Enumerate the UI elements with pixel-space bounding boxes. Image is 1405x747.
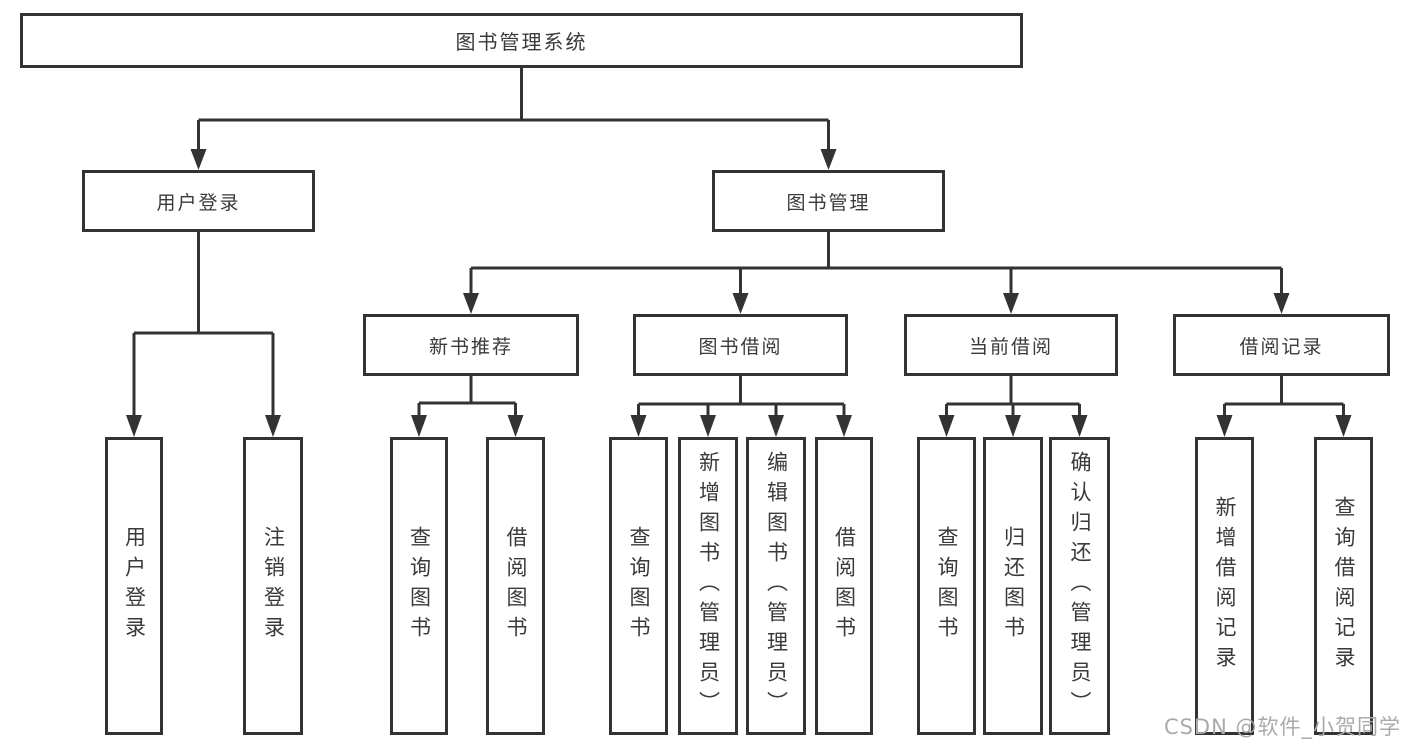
node-label: 归还图书: [1001, 526, 1026, 646]
node-label: 新书推荐: [428, 335, 513, 358]
arrow-down-icon: [1273, 293, 1290, 314]
arrowheads-new-book: [411, 415, 524, 437]
node-label: 图书借阅: [698, 335, 783, 358]
arrowheads-borrow-records: [1216, 415, 1352, 437]
arrow-down-icon: [1003, 293, 1019, 314]
node-label: 当前借阅: [968, 335, 1053, 358]
node-label: 用户登录: [122, 526, 147, 646]
arrow-down-icon: [1216, 415, 1233, 437]
node-user-login: 用户登录: [82, 170, 315, 232]
arrow-down-icon: [700, 415, 716, 437]
node-label: 图书管理: [786, 191, 871, 214]
connector-borrow-records: [1223, 376, 1345, 418]
node-label: 借阅记录: [1239, 335, 1324, 358]
node-label: 借阅图书: [504, 526, 528, 646]
connector-root-to-level2: [197, 68, 830, 152]
leaf-user-login: 用户登录: [105, 437, 163, 735]
arrow-down-icon: [411, 415, 427, 437]
connector-user-login: [132, 232, 275, 418]
arrow-down-icon: [1335, 415, 1352, 437]
node-book-borrow: 图书借阅: [633, 314, 848, 376]
arrow-down-icon: [820, 149, 837, 170]
leaf-borrow-books: 借阅图书: [815, 437, 873, 735]
leaf-edit-book-admin: 编辑图书（管理员）: [746, 437, 806, 735]
arrow-down-icon: [463, 293, 479, 314]
node-label: 新增图书（管理员）: [696, 451, 721, 721]
node-label: 图书管理系统: [455, 30, 588, 54]
node-label: 编辑图书（管理员）: [764, 451, 789, 721]
leaf-query-books-borrow: 查询图书: [609, 437, 668, 735]
arrow-down-icon: [1005, 415, 1021, 437]
arrowheads-level3: [463, 293, 1290, 314]
node-label: 注销登录: [261, 526, 286, 646]
node-label: 用户登录: [156, 191, 241, 214]
arrow-down-icon: [265, 415, 281, 437]
leaf-query-books-current: 查询图书: [917, 437, 976, 735]
arrow-down-icon: [507, 415, 524, 437]
node-new-book-recommend: 新书推荐: [363, 314, 579, 376]
node-label: 查询图书: [627, 526, 651, 646]
node-current-borrow: 当前借阅: [904, 314, 1118, 376]
leaf-add-borrow-record: 新增借阅记录: [1195, 437, 1254, 735]
leaf-logout: 注销登录: [243, 437, 303, 735]
arrow-down-icon: [938, 415, 955, 437]
node-label: 新增借阅记录: [1213, 496, 1237, 676]
arrow-down-icon: [768, 415, 784, 437]
connector-current-borrow: [945, 376, 1081, 418]
arrow-down-icon: [630, 415, 647, 437]
leaf-query-borrow-record: 查询借阅记录: [1314, 437, 1373, 735]
node-label: 查询图书: [407, 526, 432, 646]
leaf-return-books: 归还图书: [983, 437, 1043, 735]
arrowheads-current-borrow: [938, 415, 1088, 437]
connector-book-borrow: [637, 376, 846, 418]
arrow-down-icon: [732, 293, 749, 314]
node-label: 查询图书: [935, 526, 959, 646]
arrowheads-book-borrow: [630, 415, 852, 437]
arrow-down-icon: [190, 149, 207, 170]
arrow-down-icon: [1071, 415, 1088, 437]
leaf-confirm-return-admin: 确认归还（管理员）: [1049, 437, 1110, 735]
node-label: 查询借阅记录: [1332, 496, 1356, 676]
csdn-watermark: CSDN @软件_小贺同学: [1163, 715, 1401, 739]
node-book-management: 图书管理: [712, 170, 945, 232]
leaf-query-books-recommend: 查询图书: [390, 437, 448, 735]
arrowheads-level2: [190, 149, 837, 170]
connector-new-book: [417, 376, 517, 418]
arrow-down-icon: [126, 415, 142, 437]
node-label: 确认归还（管理员）: [1068, 451, 1092, 721]
node-library-system: 图书管理系统: [20, 13, 1023, 68]
node-borrow-records: 借阅记录: [1173, 314, 1390, 376]
node-label: 借阅图书: [832, 526, 857, 646]
arrow-down-icon: [836, 415, 852, 437]
arrowheads-user-login: [126, 415, 281, 437]
connector-book-management: [469, 232, 1283, 296]
leaf-borrow-books-recommend: 借阅图书: [486, 437, 545, 735]
leaf-add-book-admin: 新增图书（管理员）: [678, 437, 738, 735]
